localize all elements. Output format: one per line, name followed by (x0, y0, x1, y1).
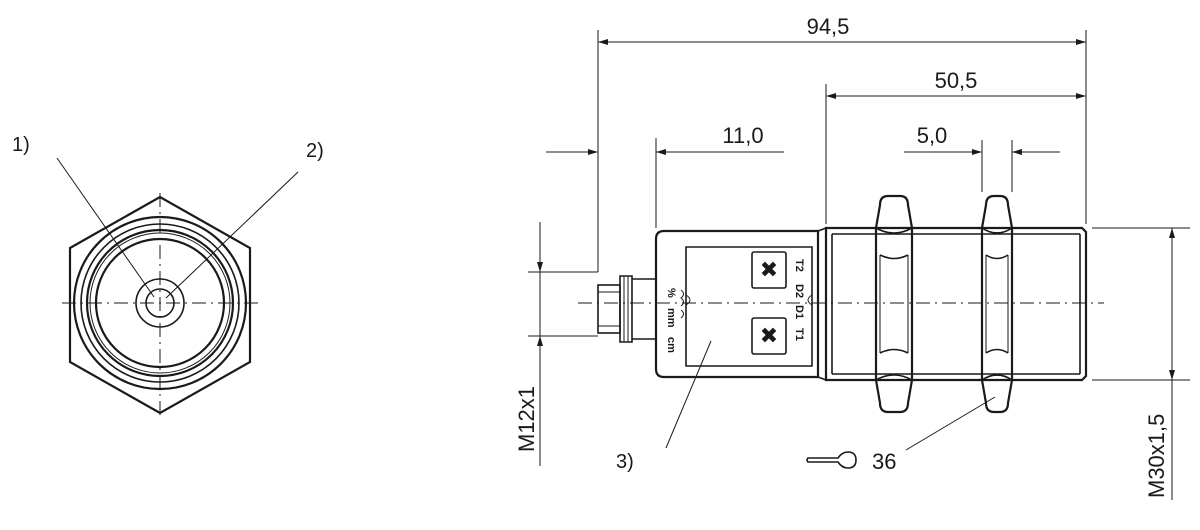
threaded-barrel (824, 226, 1088, 382)
dim-94-5: 94,5 (807, 14, 850, 39)
front-view: 1) 2) (12, 134, 324, 418)
unit-label-mm: mm (665, 308, 677, 328)
lock-nut-1 (874, 194, 914, 414)
cross-button-icon: ✖ (760, 323, 778, 348)
dim-50-5: 50,5 (935, 68, 978, 93)
label-d1: D1 (793, 305, 805, 319)
button-top[interactable]: ✖ (751, 251, 787, 289)
label-t1: T1 (793, 328, 805, 341)
dim-5-0: 5,0 (917, 123, 948, 148)
callout-1: 1) (12, 134, 30, 156)
cross-button-icon: ✖ (760, 257, 778, 282)
button-bottom[interactable]: ✖ (751, 317, 787, 355)
dim-m30x1-5: M30x1,5 (1144, 414, 1169, 498)
unit-label-percent: % (665, 288, 677, 298)
callout-3: 3) (616, 451, 634, 473)
control-panel (685, 246, 813, 367)
wrench-size: 36 (872, 449, 896, 474)
m12-connector (597, 275, 657, 343)
dim-11-0: 11,0 (722, 123, 763, 148)
label-t2: T2 (793, 259, 805, 272)
leader-3 (665, 340, 712, 449)
side-view: ✖ ✖ % mm cm T2 D2 D1 T1 (578, 194, 1104, 474)
dim-m12x1: M12x1 (514, 386, 539, 452)
dimension-lines: 94,5 50,5 11,0 5,0 M12x1 M30x1,5 (514, 14, 1190, 500)
unit-label-cm: cm (665, 337, 677, 353)
label-d2: D2 (793, 284, 805, 298)
leader-1 (56, 157, 155, 298)
wrench-leader (905, 396, 996, 451)
lock-nut-2 (980, 194, 1014, 414)
rear-housing (654, 229, 820, 379)
leader-2 (165, 171, 299, 299)
wrench-icon (806, 451, 857, 469)
callout-2: 2) (306, 140, 324, 162)
